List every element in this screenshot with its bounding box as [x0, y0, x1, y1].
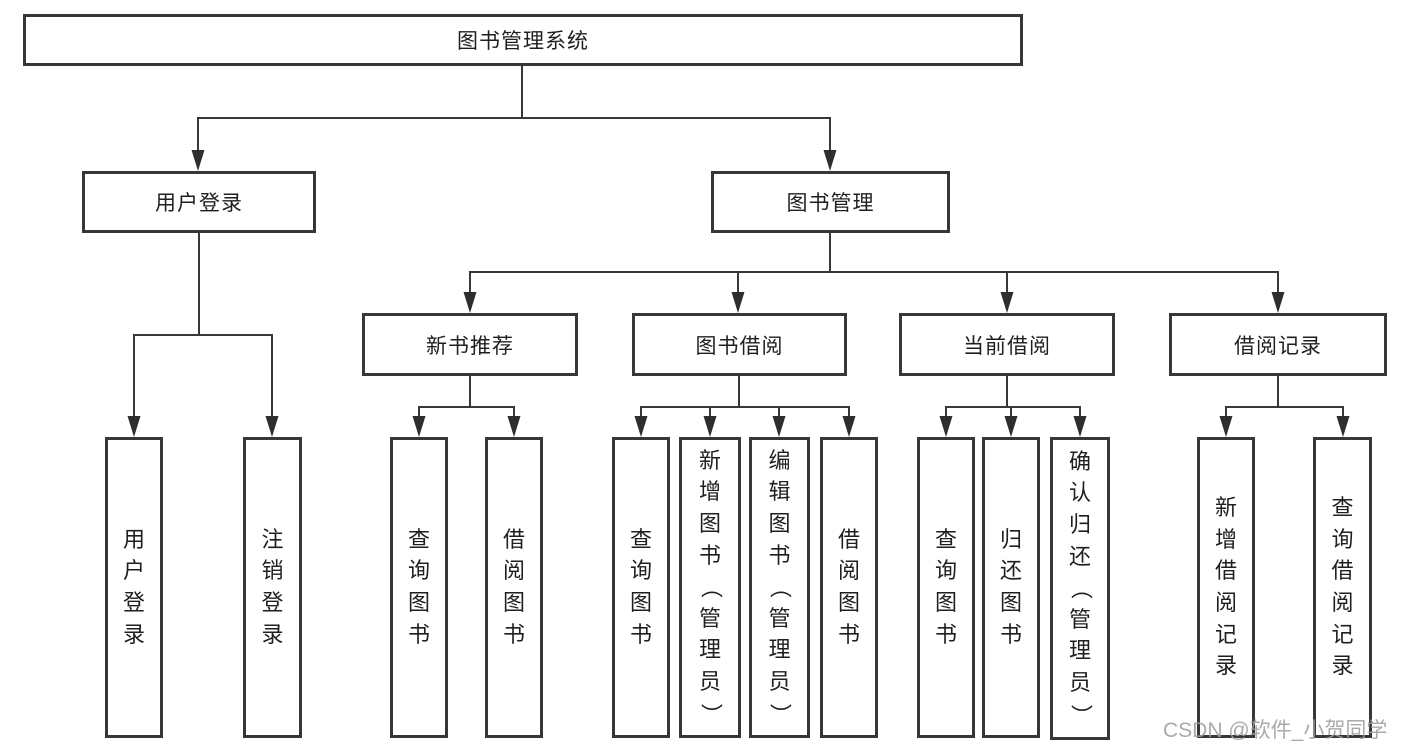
node-user-login: 用户登录 [82, 171, 316, 233]
leaf-user-login: 用户登录 [105, 437, 163, 738]
arrowheads [127, 150, 1350, 437]
node-library-system: 图书管理系统 [23, 14, 1023, 66]
node-borrow-records: 借阅记录 [1169, 313, 1387, 376]
leaf-borrow-books: 借阅图书 [820, 437, 878, 738]
leaf-add-books-admin: 新增图书（管理员） [679, 437, 741, 738]
leaf-add-borrow-record: 新增借阅记录 [1197, 437, 1255, 738]
node-current-borrow: 当前借阅 [899, 313, 1115, 376]
node-book-management: 图书管理 [711, 171, 950, 233]
leaf-query-borrow-record: 查询借阅记录 [1313, 437, 1372, 738]
leaf-confirm-return-admin: 确认归还（管理员） [1050, 437, 1110, 740]
leaf-return-books: 归还图书 [982, 437, 1040, 738]
node-new-book-recommend: 新书推荐 [362, 313, 578, 376]
leaf-edit-books-admin: 编辑图书（管理员） [749, 437, 810, 738]
watermark-text: CSDN @软件_小贺同学 [1163, 719, 1388, 742]
leaf-logout-login: 注销登录 [243, 437, 302, 738]
leaf-query-books-borrow: 查询图书 [612, 437, 670, 738]
leaf-borrow-books-recommend: 借阅图书 [485, 437, 543, 738]
node-book-borrow: 图书借阅 [632, 313, 847, 376]
leaf-query-books-recommend: 查询图书 [390, 437, 448, 738]
leaf-query-books-current: 查询图书 [917, 437, 975, 738]
